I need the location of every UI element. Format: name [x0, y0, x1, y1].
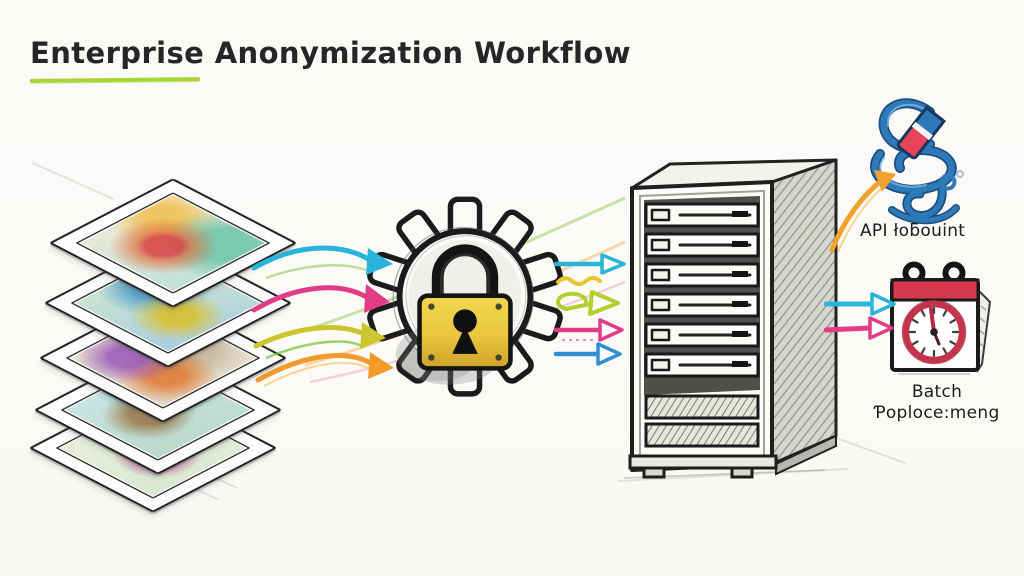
api-endpoint-label: API łoƃouint: [860, 221, 966, 241]
title-underline: [29, 77, 201, 83]
keyhole: [453, 309, 477, 333]
eraser-icon: [896, 105, 947, 160]
arrows-gear-to-server: [553, 253, 626, 366]
server-foot: [730, 466, 754, 479]
server-base: [628, 454, 778, 470]
batch-label-line1: Batch: [911, 382, 963, 402]
page-title: Enterprise Anonymization Workflow: [30, 36, 631, 70]
server-vent: [644, 394, 760, 420]
arrows-server-to-outputs: [824, 170, 896, 340]
gear-lock-icon: [367, 196, 563, 397]
batch-label-line2: Ƥoploce:meng: [874, 403, 1000, 424]
padlock-icon: [395, 244, 513, 385]
batch-processing-label: Batch Ƥoploce:meng: [872, 382, 1002, 425]
server-foot: [642, 466, 666, 479]
calendar-clock-icon: [890, 261, 992, 375]
card-art: [75, 192, 271, 294]
server-drive-bays: [644, 202, 760, 378]
minute-hand: [929, 307, 936, 334]
scribble-swirl-icon: [870, 98, 964, 225]
arrows-stack-to-gear: [251, 245, 394, 387]
server-vent: [644, 422, 760, 448]
clock-face: [901, 299, 967, 365]
server-tower-icon: [623, 158, 838, 479]
